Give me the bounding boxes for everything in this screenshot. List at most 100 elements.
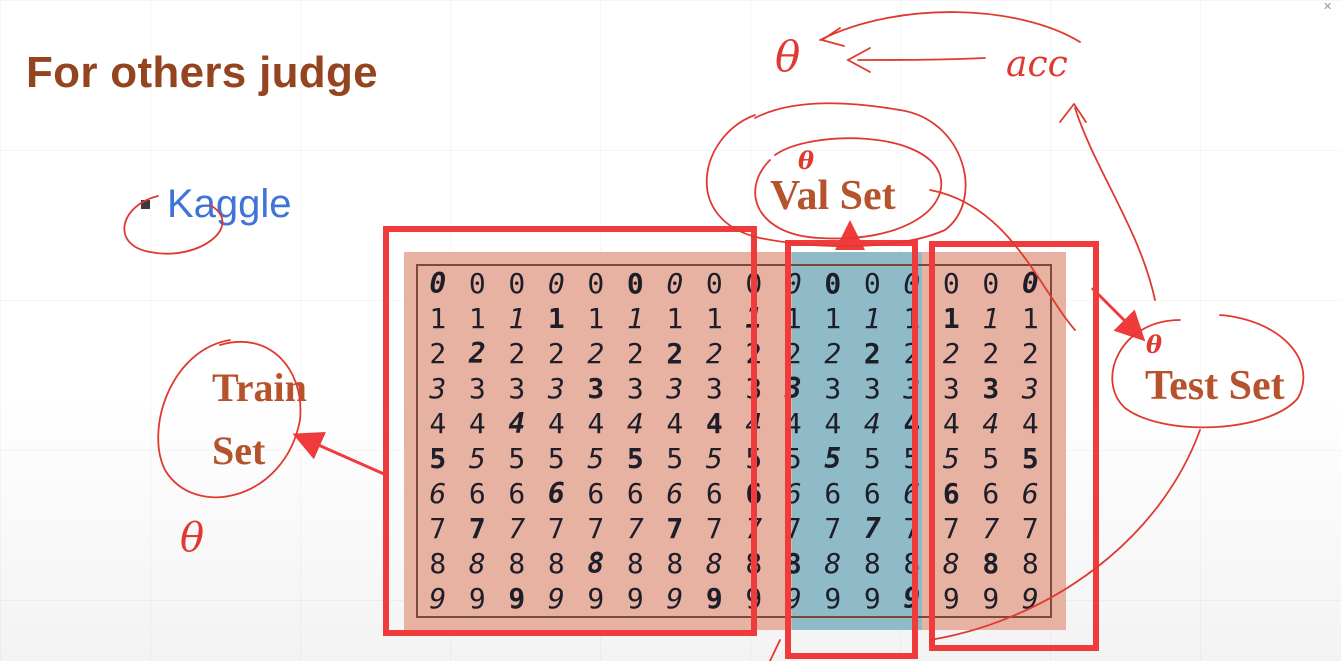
digit-cell: 1: [982, 301, 1000, 335]
digit-cell: 1: [942, 301, 960, 335]
digit-cell: 5: [547, 441, 565, 475]
digit-cell: 3: [903, 371, 921, 405]
digit-cell: 9: [626, 581, 644, 615]
digit-cell: 3: [429, 371, 447, 405]
digit-cell: 4: [745, 406, 763, 440]
digit-cell: 0: [547, 266, 565, 300]
digit-cell: 0: [863, 266, 881, 300]
digit-cell: 8: [587, 546, 605, 580]
digit-cell: 1: [903, 301, 921, 335]
digit-cell: 5: [745, 441, 763, 475]
digit-cell: 4: [626, 406, 644, 440]
digit-cell: 7: [666, 511, 684, 545]
digit-cell: 8: [468, 546, 486, 580]
digit-cell: 6: [824, 476, 842, 510]
digit-cell: 1: [1021, 301, 1039, 335]
digit-cell: 6: [429, 476, 447, 510]
digit-cell: 6: [508, 476, 526, 510]
digit-cell: 5: [468, 441, 486, 475]
digit-cell: 6: [745, 476, 763, 510]
theta-annotation-bottom-left: θ: [180, 515, 205, 561]
digit-cell: 0: [784, 266, 802, 300]
digit-cell: 1: [626, 301, 644, 335]
digit-cell: 4: [824, 406, 842, 440]
digit-cell: 2: [508, 336, 526, 370]
digit-cell: 5: [1021, 441, 1039, 475]
val-set-label: Val Set: [770, 173, 896, 219]
digit-cell: 8: [508, 546, 526, 580]
digit-cell: 5: [824, 441, 842, 475]
digit-cell: 6: [705, 476, 723, 510]
digit-cell: 1: [468, 301, 486, 335]
digit-cell: 3: [587, 371, 605, 405]
digit-cell: 7: [745, 511, 763, 545]
digit-cell: 6: [626, 476, 644, 510]
digit-cell: 8: [942, 546, 960, 580]
digit-cell: 9: [942, 581, 960, 615]
digit-cell: 6: [903, 476, 921, 510]
digit-cell: 4: [784, 406, 802, 440]
digit-cell: 2: [705, 336, 723, 370]
digit-cell: 2: [626, 336, 644, 370]
digit-cell: 6: [666, 476, 684, 510]
close-icon[interactable]: ✕: [1323, 1, 1333, 13]
digit-cell: 4: [547, 406, 565, 440]
digit-cell: 6: [982, 476, 1000, 510]
digit-cell: 6: [587, 476, 605, 510]
digit-cell: 1: [705, 301, 723, 335]
digit-cell: 1: [863, 301, 881, 335]
bullet-marker: [141, 200, 150, 209]
digit-cell: 2: [784, 336, 802, 370]
digit-cell: 3: [468, 371, 486, 405]
theta-annotation-test: θ: [1146, 330, 1163, 359]
acc-annotation: acc: [1006, 44, 1068, 85]
digit-cell: 7: [587, 511, 605, 545]
digit-cell: 1: [824, 301, 842, 335]
digit-cell: 0: [982, 266, 1000, 300]
digit-cell: 7: [784, 511, 802, 545]
digit-cell: 1: [587, 301, 605, 335]
digit-cell: 2: [982, 336, 1000, 370]
digit-cell: 7: [626, 511, 644, 545]
digit-cell: 3: [863, 371, 881, 405]
digit-cell: 9: [784, 581, 802, 615]
digit-cell: 0: [468, 266, 486, 300]
digit-cell: 5: [666, 441, 684, 475]
digit-cell: 5: [982, 441, 1000, 475]
digit-cell: 0: [705, 266, 723, 300]
train-set-label-line2: Set: [212, 428, 266, 473]
digit-cell: 7: [1021, 511, 1039, 545]
digit-cell: 8: [705, 546, 723, 580]
digit-cell: 7: [705, 511, 723, 545]
digit-cell: 7: [903, 511, 921, 545]
bullet-item-kaggle: Kaggle: [167, 182, 292, 226]
digit-cell: 9: [1021, 581, 1039, 615]
digit-cell: 2: [429, 336, 447, 370]
digit-cell: 1: [547, 301, 565, 335]
theta-annotation-top: θ: [775, 32, 801, 81]
digit-cell: 7: [468, 511, 486, 545]
digit-cell: 8: [982, 546, 1000, 580]
digit-cell: 0: [745, 266, 763, 300]
digit-cell: 3: [547, 371, 565, 405]
digit-cell: 5: [942, 441, 960, 475]
digit-cell: 0: [508, 266, 526, 300]
digit-cell: 8: [626, 546, 644, 580]
digit-cell: 5: [508, 441, 526, 475]
digit-cell: 8: [784, 546, 802, 580]
digit-cell: 2: [1021, 336, 1039, 370]
digit-cell: 5: [587, 441, 605, 475]
digit-cell: 4: [508, 406, 526, 440]
digit-cell: 3: [982, 371, 1000, 405]
digit-cell: 9: [824, 581, 842, 615]
digit-cell: 2: [587, 336, 605, 370]
digit-cell: 9: [468, 581, 486, 615]
digit-cell: 3: [705, 371, 723, 405]
digit-cell: 6: [468, 476, 486, 510]
slide-title: For others judge: [26, 48, 378, 97]
digit-cell: 8: [429, 546, 447, 580]
digit-cell: 4: [863, 406, 881, 440]
